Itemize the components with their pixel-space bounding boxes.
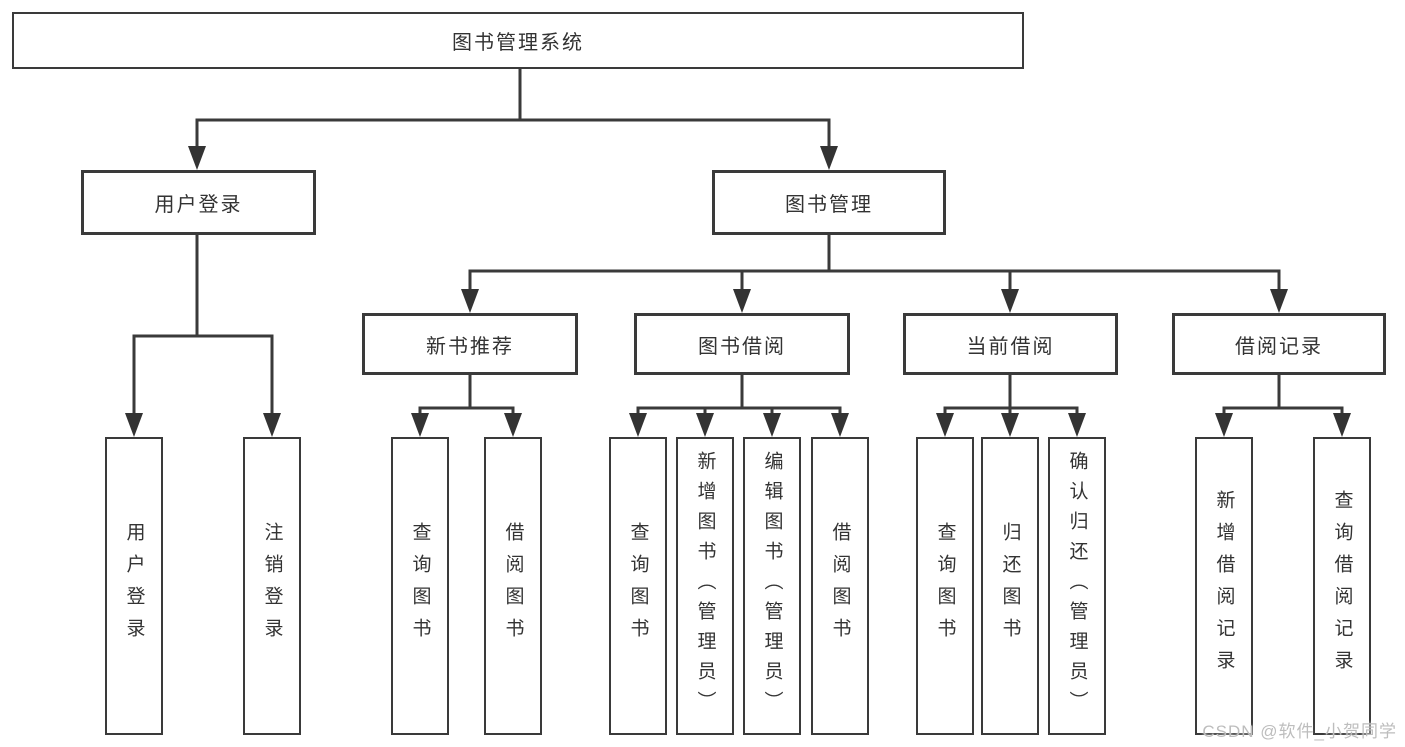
leaf-query-books-current: 查询图书 xyxy=(916,437,974,735)
arrow-icon xyxy=(733,289,751,313)
connector-book-management-children xyxy=(468,235,1281,291)
arrow-icon xyxy=(1001,289,1019,313)
node-label: 确认归还（管理员） xyxy=(1066,451,1088,721)
node-label: 用户登录 xyxy=(154,194,243,216)
connector-current-borrow-children xyxy=(943,375,1079,415)
node-library-management-system: 图书管理系统 xyxy=(12,12,1024,69)
leaf-borrow-books: 借阅图书 xyxy=(811,437,869,735)
arrow-icon xyxy=(411,413,429,437)
csdn-watermark: CSDN @软件_小贺同学 xyxy=(1202,722,1397,741)
node-current-borrow: 当前借阅 xyxy=(903,313,1118,375)
leaf-add-books-admin: 新增图书（管理员） xyxy=(676,437,734,735)
node-borrow-records: 借阅记录 xyxy=(1172,313,1386,375)
node-label: 借阅图书 xyxy=(502,522,524,650)
arrow-icon xyxy=(1001,413,1019,437)
node-label: 查询借阅记录 xyxy=(1331,490,1353,682)
leaf-user-login: 用户登录 xyxy=(105,437,163,735)
leaf-borrow-books-recommend: 借阅图书 xyxy=(484,437,542,735)
connector-root-to-level1 xyxy=(195,69,831,148)
connector-new-book-recommend-children xyxy=(418,375,515,415)
connector-user-login-children xyxy=(132,235,274,415)
node-book-management: 图书管理 xyxy=(712,170,946,235)
node-book-borrow: 图书借阅 xyxy=(634,313,850,375)
leaf-query-books-recommend: 查询图书 xyxy=(391,437,449,735)
leaf-return-books: 归还图书 xyxy=(981,437,1039,735)
node-label: 编辑图书（管理员） xyxy=(761,451,783,721)
arrow-icon xyxy=(831,413,849,437)
leaf-edit-books-admin: 编辑图书（管理员） xyxy=(743,437,801,735)
arrow-icon xyxy=(1068,413,1086,437)
arrow-icon xyxy=(763,413,781,437)
arrow-icon xyxy=(125,413,143,437)
node-label: 图书管理 xyxy=(785,194,873,216)
arrow-icon xyxy=(936,413,954,437)
node-label: 查询图书 xyxy=(409,522,431,650)
leaf-query-books-borrow: 查询图书 xyxy=(609,437,667,735)
arrow-icon xyxy=(504,413,522,437)
connector-borrow-records-children xyxy=(1222,375,1344,415)
arrow-icon xyxy=(820,146,838,170)
node-label: 图书管理系统 xyxy=(452,32,584,54)
node-label: 归还图书 xyxy=(999,522,1021,650)
arrow-icon xyxy=(1333,413,1351,437)
node-label: 新增图书（管理员） xyxy=(694,451,716,721)
node-label: 用户登录 xyxy=(123,522,145,650)
node-label: 当前借阅 xyxy=(966,335,1055,358)
arrow-icon xyxy=(1215,413,1233,437)
node-label: 新书推荐 xyxy=(426,335,514,358)
node-user-login: 用户登录 xyxy=(81,170,316,235)
leaf-logout-login: 注销登录 xyxy=(243,437,301,735)
leaf-query-borrow-record: 查询借阅记录 xyxy=(1313,437,1371,735)
leaf-confirm-return-admin: 确认归还（管理员） xyxy=(1048,437,1106,735)
node-label: 查询图书 xyxy=(627,522,649,650)
arrow-icon xyxy=(1270,289,1288,313)
node-label: 查询图书 xyxy=(934,522,956,650)
node-label: 注销登录 xyxy=(261,522,283,650)
node-new-book-recommend: 新书推荐 xyxy=(362,313,578,375)
arrow-icon xyxy=(461,289,479,313)
node-label: 借阅记录 xyxy=(1235,335,1323,358)
arrow-icon xyxy=(188,146,206,170)
connector-book-borrow-children xyxy=(636,375,842,415)
arrow-icon xyxy=(629,413,647,437)
node-label: 新增借阅记录 xyxy=(1213,490,1235,682)
arrow-icon xyxy=(696,413,714,437)
node-label: 借阅图书 xyxy=(829,522,851,650)
arrow-icon xyxy=(263,413,281,437)
leaf-add-borrow-record: 新增借阅记录 xyxy=(1195,437,1253,735)
arrowheads xyxy=(125,146,1351,437)
node-label: 图书借阅 xyxy=(698,335,786,358)
